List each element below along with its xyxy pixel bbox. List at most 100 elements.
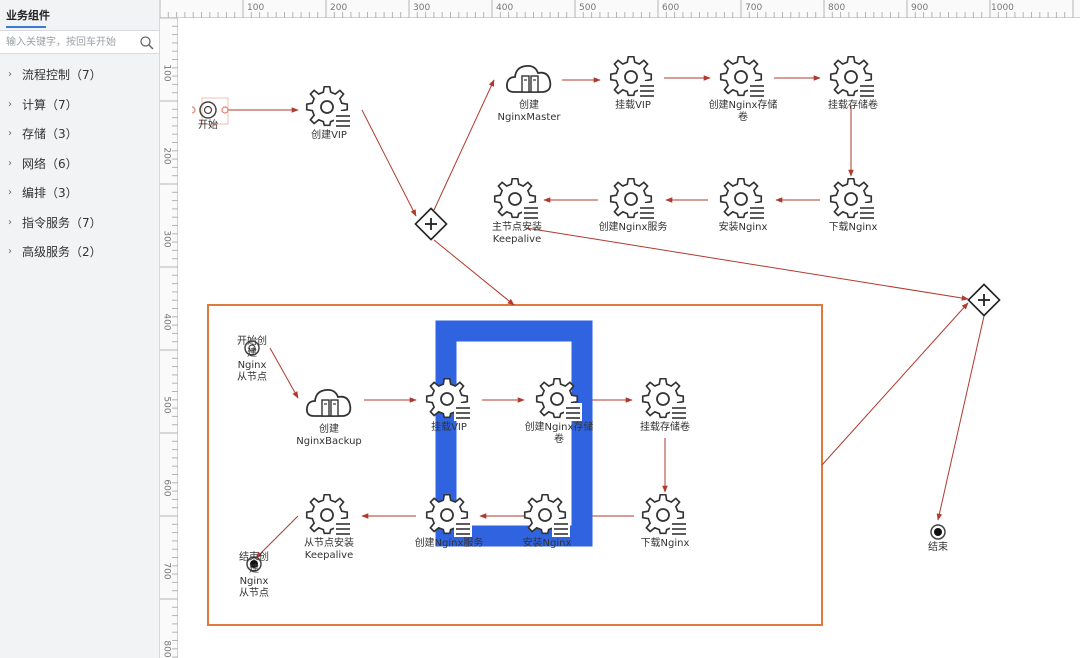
start-event-icon (244, 340, 260, 356)
cloud-server-icon (304, 382, 354, 432)
parallel-gateway (414, 207, 448, 241)
category-advanced-service[interactable]: › 高级服务（2） (0, 237, 159, 267)
vertical-ruler: 100 200 300 400 500 600 700 800 (160, 18, 178, 658)
task-node-master-download-nginx[interactable]: 下载Nginx (828, 177, 878, 233)
cloud-server-icon (504, 58, 554, 108)
gear-task-icon (424, 493, 474, 544)
selection-highlight (435, 320, 593, 547)
task-node-backup-mount-vip[interactable]: 挂载VIP (424, 377, 474, 433)
ruler-label: 400 (496, 3, 514, 13)
chevron-right-icon: › (8, 246, 12, 258)
task-node-master-mount-vip[interactable]: 挂载VIP (608, 55, 658, 111)
ruler-label: 900 (911, 3, 929, 13)
node-label: 挂载存储卷 (828, 100, 878, 111)
node-label: 从节点安装 Keepalive (304, 538, 354, 561)
ruler-label: 200 (161, 147, 172, 165)
subprocess-end-node[interactable]: 结束创 建 Nginx 从节点 (239, 552, 272, 599)
end-event-icon (930, 524, 946, 540)
node-label: 主节点安装 Keepalive (492, 222, 542, 245)
gear-task-icon (424, 377, 474, 428)
node-label: 挂载VIP (615, 100, 651, 111)
node-label: 下载Nginx (640, 538, 690, 549)
task-node-master-keepalive[interactable]: 主节点安装 Keepalive (492, 177, 542, 245)
category-storage[interactable]: › 存储（3） (0, 119, 159, 149)
edge (255, 515, 299, 559)
ruler-label: 500 (579, 3, 597, 13)
gear-task-icon (718, 55, 768, 106)
node-label: 挂载存储卷 (640, 422, 690, 433)
chevron-right-icon: › (8, 187, 12, 199)
ruler-label: 600 (662, 3, 680, 13)
edge (525, 227, 969, 301)
horizontal-ruler: 100 200 300 400 500 600 700 800 900 1000 (160, 0, 1080, 18)
search-box (0, 30, 159, 54)
sidebar-title: 业务组件 (6, 9, 50, 22)
gear-task-icon (534, 377, 584, 428)
category-network[interactable]: › 网络（6） (0, 149, 159, 179)
ruler-label: 800 (828, 3, 846, 13)
gear-task-icon (640, 493, 690, 544)
node-label: 下载Nginx (828, 222, 878, 233)
node-label: 创建 NginxMaster (497, 100, 561, 123)
ruler-label: 700 (161, 562, 172, 580)
task-node-master-create-storage[interactable]: 创建Nginx存储 卷 (709, 55, 777, 123)
start-event-icon (199, 101, 217, 119)
edges-layer (207, 75, 1001, 626)
task-node-create-nginx-master[interactable]: 创建 NginxMaster (497, 58, 561, 123)
node-label: 结束创 建 Nginx 从节点 (239, 552, 269, 599)
task-node-master-mount-storage[interactable]: 挂载存储卷 (828, 55, 878, 111)
search-icon[interactable] (139, 35, 155, 51)
gear-task-icon (608, 55, 658, 106)
ruler-label: 200 (330, 3, 348, 13)
gear-task-icon (828, 55, 878, 106)
ruler-label: 500 (161, 396, 172, 414)
search-input[interactable] (6, 35, 134, 50)
subprocess-start-node[interactable]: 开始创 建 Nginx 从节点 (237, 336, 270, 383)
task-node-backup-create-service[interactable]: 创建Nginx服务 (415, 493, 483, 549)
component-sidebar: 业务组件 › 流程控制（7） › 计算（7） › 存储（3） (0, 0, 160, 658)
category-label: 编排（3） (22, 186, 78, 201)
ruler-label: 300 (413, 3, 431, 13)
parallel-gateway (967, 283, 1001, 317)
node-label: 安装Nginx (718, 222, 768, 233)
gear-task-icon (304, 493, 354, 544)
task-node-backup-download-nginx[interactable]: 下载Nginx (640, 493, 690, 549)
node-label: 安装Nginx (522, 538, 572, 549)
end-event-icon (246, 556, 262, 572)
ruler-label: 600 (161, 479, 172, 497)
ruler-label: 800 (161, 640, 172, 658)
category-label: 存储（3） (22, 127, 78, 142)
end-node[interactable]: 结束 (928, 522, 958, 558)
ruler-label: 700 (745, 3, 763, 13)
category-label: 高级服务（2） (22, 245, 102, 260)
task-node-backup-keepalive[interactable]: 从节点安装 Keepalive (304, 493, 354, 561)
task-node-backup-mount-storage[interactable]: 挂载存储卷 (640, 377, 690, 433)
node-label: 结束 (928, 542, 948, 553)
task-node-master-install-nginx[interactable]: 安装Nginx (718, 177, 768, 233)
chevron-right-icon: › (8, 157, 12, 169)
subprocess-container (207, 304, 823, 626)
task-node-backup-install-nginx[interactable]: 安装Nginx (522, 493, 572, 549)
gear-task-icon (608, 177, 658, 228)
node-label: 创建VIP (311, 130, 347, 141)
node-label: 创建Nginx存储 卷 (708, 100, 778, 123)
category-orchestration[interactable]: › 编排（3） (0, 178, 159, 208)
category-compute[interactable]: › 计算（7） (0, 90, 159, 120)
category-label: 计算（7） (22, 97, 78, 112)
gear-task-icon (828, 177, 878, 228)
category-command-service[interactable]: › 指令服务（7） (0, 208, 159, 238)
category-label: 流程控制（7） (22, 68, 102, 83)
task-node-backup-create-storage[interactable]: 创建Nginx存储 卷 (525, 377, 593, 445)
category-flow-control[interactable]: › 流程控制（7） (0, 60, 159, 90)
node-label: 创建Nginx服务 (414, 538, 484, 549)
start-node[interactable]: 开始 (192, 96, 238, 136)
task-node-master-create-service[interactable]: 创建Nginx服务 (599, 177, 667, 233)
gear-task-icon (492, 177, 542, 228)
task-node-create-vip[interactable]: 创建VIP (304, 85, 354, 141)
ruler-label: 300 (161, 230, 172, 248)
category-label: 网络（6） (22, 156, 78, 171)
task-node-create-nginx-backup[interactable]: 创建 NginxBackup (296, 382, 362, 447)
chevron-right-icon: › (8, 216, 12, 228)
